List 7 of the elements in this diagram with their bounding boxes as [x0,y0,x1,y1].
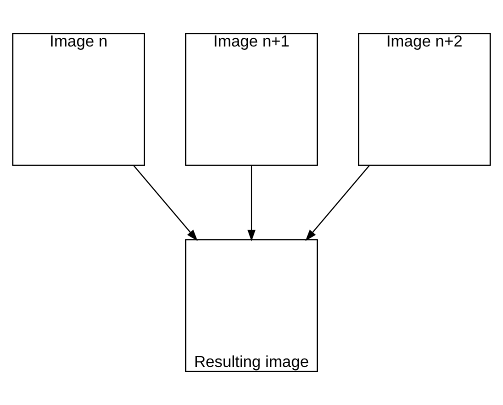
arrow [305,165,370,241]
arrow [133,165,198,241]
arrow [247,166,256,242]
node-box: Image n+2 [358,33,491,166]
node-box: Image n+1 [185,33,318,166]
node-box: Resulting image [185,239,318,372]
node-box: Image n [12,33,145,166]
